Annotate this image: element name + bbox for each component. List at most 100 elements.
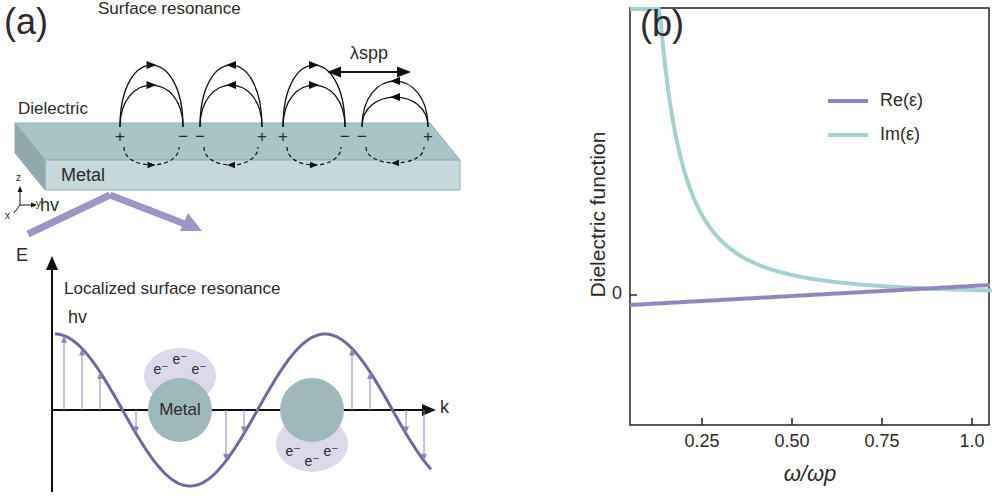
wavelength-arrow <box>340 71 398 73</box>
field-line-inside <box>204 147 258 165</box>
axis-letter: x <box>5 210 10 221</box>
field-line <box>283 65 345 127</box>
k-axis <box>52 409 424 411</box>
field-arrowhead <box>390 93 400 101</box>
electron: e⁻ <box>153 362 168 377</box>
arrowhead <box>241 426 247 433</box>
charge-sign: + <box>423 128 433 147</box>
charge-sign: + <box>257 128 267 147</box>
tick-label: 0.75 <box>864 432 899 452</box>
electron: e⁻ <box>323 444 338 459</box>
legend-entry: Im(ε) <box>828 124 920 145</box>
axis-x <box>14 205 20 213</box>
charge-sign: − <box>340 128 350 147</box>
electron: e⁻ <box>172 352 187 367</box>
tick <box>881 418 883 425</box>
field-line <box>200 65 262 127</box>
node-label: Metal <box>159 401 201 420</box>
axis-letter: z <box>16 172 21 183</box>
charge-sign: − <box>357 128 367 147</box>
field-arrowhead <box>309 61 319 69</box>
field-arrowhead <box>148 162 156 168</box>
field-line <box>200 85 262 127</box>
tick <box>971 418 973 425</box>
slab-front <box>45 160 460 190</box>
axis-title: Dielectric function <box>586 132 609 298</box>
charge-sign: − <box>178 128 188 147</box>
field-line-inside <box>124 147 179 165</box>
panel-letter: (b) <box>640 4 684 44</box>
axis-letter: k <box>440 398 449 418</box>
panel-title: Surface resonance <box>98 0 241 19</box>
im-curve <box>630 9 992 291</box>
field-line <box>362 81 428 127</box>
arrowhead <box>61 336 67 343</box>
electron: e⁻ <box>285 444 300 459</box>
arrowhead <box>349 349 355 356</box>
slab-top <box>15 123 460 160</box>
field-line <box>283 85 345 127</box>
surface-plasmon-drawing <box>14 61 460 492</box>
charge-sign: + <box>278 128 288 147</box>
slab-side <box>15 123 45 190</box>
photon-label: hv <box>40 196 59 216</box>
metal-particle: Metal <box>148 378 212 442</box>
legend-label: Im(ε) <box>880 124 920 145</box>
field-vector <box>424 410 425 456</box>
panel-letter: (a) <box>4 2 48 42</box>
energy-axis <box>51 266 53 492</box>
tick-label: 0 <box>612 284 622 304</box>
field-vector <box>64 341 65 410</box>
axis-title: ω/ωp <box>784 462 837 486</box>
light-beam <box>28 195 110 234</box>
arrowhead <box>133 426 139 433</box>
arrowhead <box>403 426 409 433</box>
field-line <box>362 97 428 127</box>
field-arrowhead <box>227 162 235 168</box>
photon-label: hv <box>68 308 87 328</box>
arrowhead <box>223 454 229 461</box>
wavelength-label: λspp <box>350 44 388 64</box>
field-vector <box>244 410 245 428</box>
axis-z <box>20 190 21 205</box>
arrowhead <box>180 213 202 231</box>
legend-swatch <box>828 99 868 103</box>
plot-frame <box>630 8 989 425</box>
field-arrowhead <box>226 81 236 89</box>
arrowhead <box>421 454 427 461</box>
charge-sign: + <box>115 128 125 147</box>
re-curve <box>630 285 990 305</box>
charge-sign: − <box>195 128 205 147</box>
field-arrowhead <box>226 61 236 69</box>
arrowhead <box>367 372 373 379</box>
tick <box>701 418 703 425</box>
legend-entry: Re(ε) <box>828 90 923 111</box>
legend-label: Re(ε) <box>880 90 923 111</box>
field-arrowhead <box>147 61 157 69</box>
field-arrowhead <box>147 81 157 89</box>
node-label: Metal <box>61 166 105 186</box>
tick <box>630 294 637 296</box>
field-vector <box>370 377 371 410</box>
arrowhead <box>79 349 85 356</box>
panel-title: Localized surface resonance <box>64 280 280 299</box>
node-label: Dielectric <box>18 100 88 119</box>
field-line <box>120 65 183 127</box>
arrowhead <box>18 186 23 192</box>
field-line-inside <box>366 147 424 163</box>
light-wave <box>55 334 431 486</box>
field-arrowhead <box>390 77 400 85</box>
field-line <box>120 85 183 127</box>
tick-label: 1.0 <box>959 432 984 452</box>
field-vector <box>352 354 353 410</box>
field-vector <box>406 410 407 428</box>
tick-label: 0.25 <box>684 432 719 452</box>
tick-label: 0.50 <box>774 432 809 452</box>
arrowhead <box>397 66 411 77</box>
field-arrowhead <box>310 162 318 168</box>
metal-particle <box>280 378 344 442</box>
field-vector <box>226 410 227 456</box>
arrowhead <box>327 66 341 77</box>
